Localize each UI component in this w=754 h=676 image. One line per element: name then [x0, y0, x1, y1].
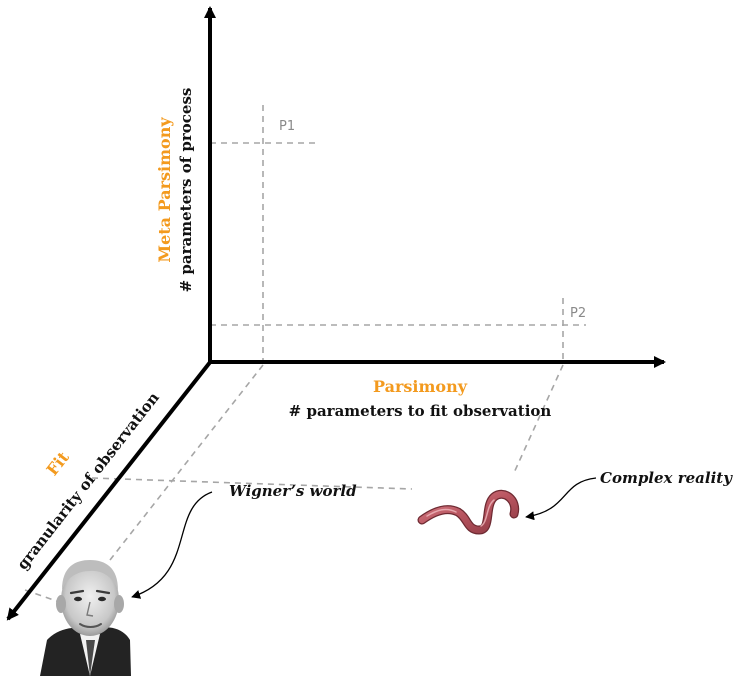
point-label-p1: P1	[279, 119, 295, 134]
p1-depth-guide	[109, 364, 264, 561]
horizontal-axis-title: Parsimony	[373, 377, 468, 396]
point-label-p2: P2	[570, 306, 586, 321]
wigner-callout-arrow	[131, 491, 213, 599]
earthworm-image	[417, 489, 520, 535]
complex-reality-label: Complex reality	[600, 469, 733, 487]
vertical-axis-description: # parameters of process	[177, 88, 195, 293]
guide-lines	[24, 105, 586, 606]
fit-level-guide	[91, 477, 413, 490]
axes	[6, 6, 666, 621]
person-portrait-image	[40, 560, 131, 676]
horizontal-axis-description: # parameters to fit observation	[289, 402, 552, 420]
depth-axis	[6, 359, 213, 621]
depth-axis-description: granularity of observation	[13, 389, 163, 573]
vertical-axis-title: Meta Parsimony	[155, 117, 174, 263]
p2-depth-guide	[512, 364, 564, 476]
depth-axis-title: Fit	[43, 448, 74, 480]
wigner-world-label: Wigner’s world	[229, 482, 357, 500]
reality-callout-arrow	[525, 477, 597, 521]
